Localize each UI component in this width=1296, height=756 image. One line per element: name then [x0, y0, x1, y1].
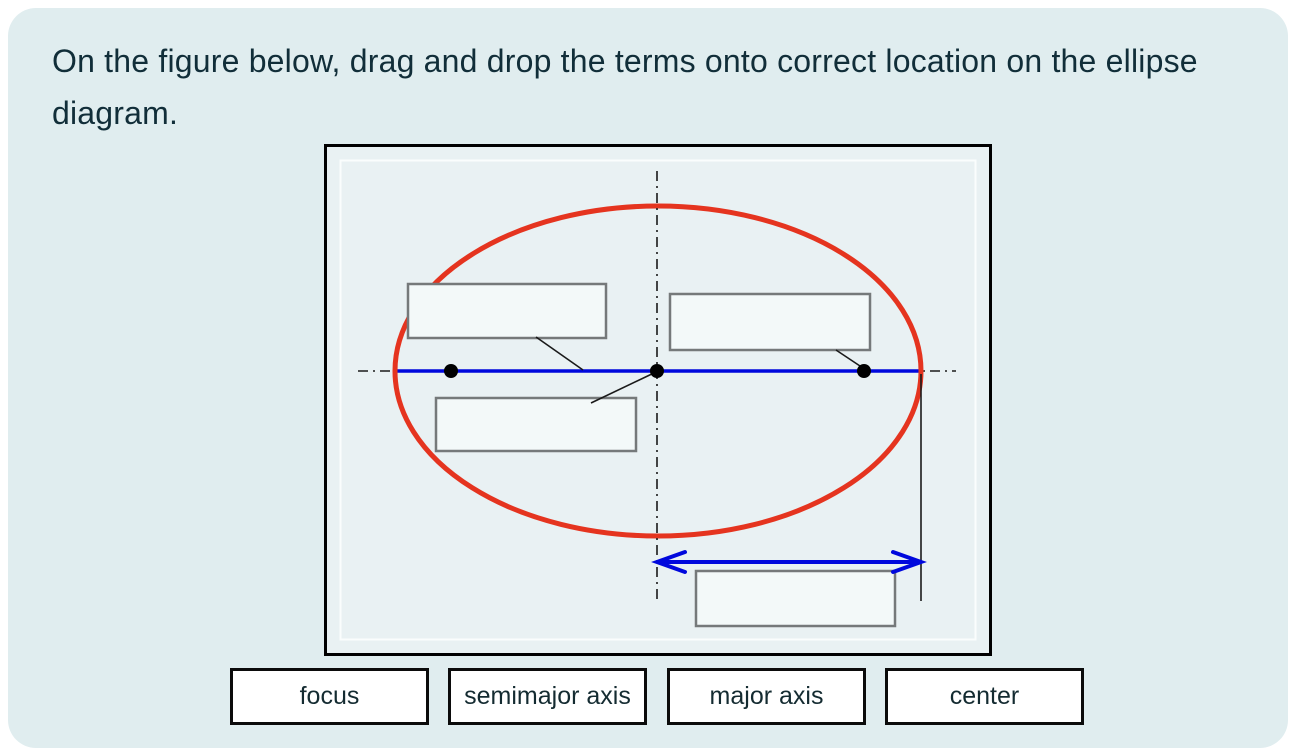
- dropzone-right[interactable]: [668, 292, 872, 352]
- center-dot: [650, 364, 664, 378]
- leader-line-right-box: [835, 349, 864, 369]
- right-focus-dot: [857, 364, 871, 378]
- figure-inner-frame: [339, 159, 977, 641]
- term-center-label: center: [949, 682, 1020, 710]
- question-title-line-2: diagram.: [52, 95, 179, 131]
- term-semimajor-axis-label: semimajor axis: [464, 682, 631, 710]
- dropzone-top-left[interactable]: [406, 282, 608, 340]
- dropzone-mid-left[interactable]: [434, 396, 638, 453]
- ellipse-figure: [324, 144, 992, 656]
- term-semimajor-axis[interactable]: semimajor axis: [448, 668, 647, 725]
- leader-line-mid-left-box: [590, 371, 657, 404]
- term-center[interactable]: center: [885, 668, 1084, 725]
- dropzone-bottom[interactable]: [694, 569, 897, 628]
- ellipse-outline: [392, 203, 924, 539]
- leader-line-top-left-box: [535, 336, 584, 371]
- question-title-line-1: On the figure below, drag and drop the t…: [52, 43, 1198, 79]
- term-major-axis[interactable]: major axis: [667, 668, 866, 725]
- term-focus-label: focus: [299, 682, 360, 710]
- left-focus-dot: [444, 364, 458, 378]
- term-major-axis-label: major axis: [709, 682, 824, 710]
- question-title: On the figure below, drag and drop the t…: [52, 35, 1272, 139]
- question-card: On the figure below, drag and drop the t…: [8, 8, 1288, 748]
- term-focus[interactable]: focus: [230, 668, 429, 725]
- semimajor-arrow: [651, 550, 927, 574]
